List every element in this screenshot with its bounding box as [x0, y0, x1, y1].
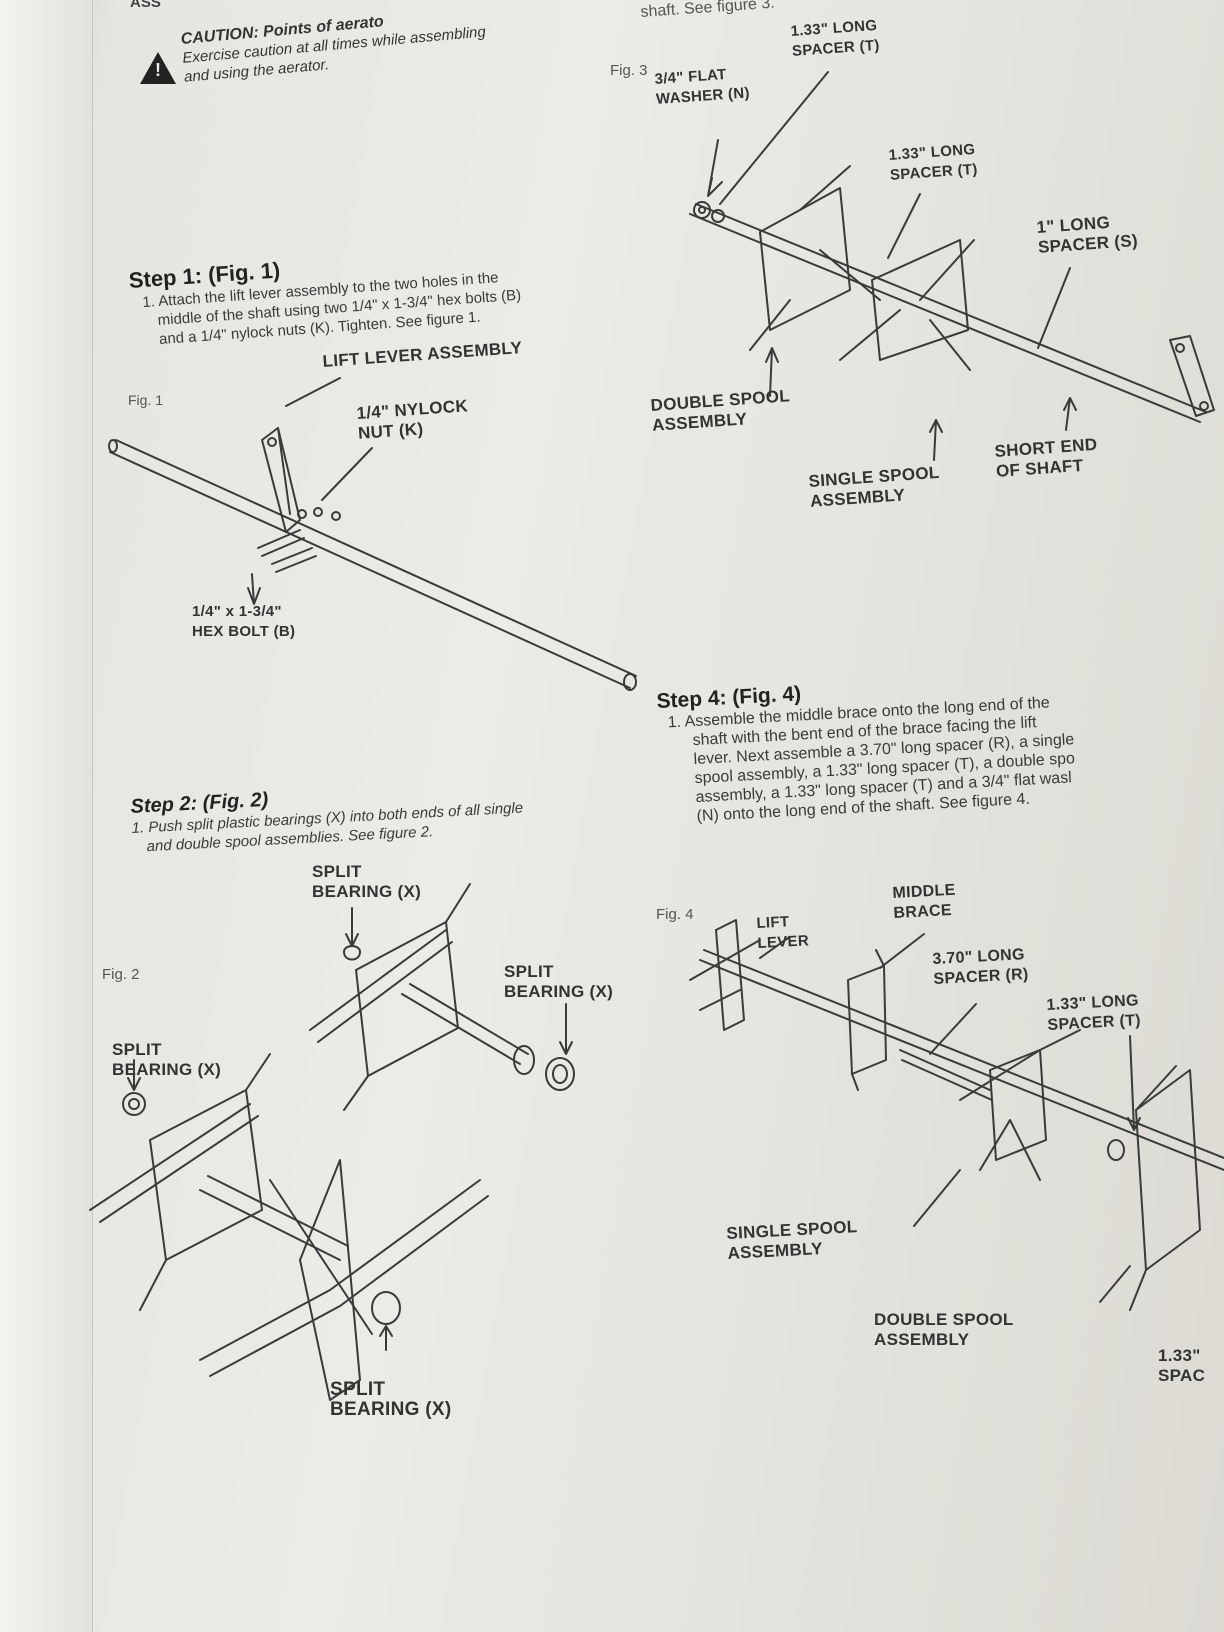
- fig1-bolts-drawing: [247, 377, 373, 605]
- fig4-caption: Fig. 4: [656, 906, 694, 923]
- warning-icon: [140, 52, 176, 84]
- fig2-double-spool-drawing: [89, 1053, 489, 1401]
- fig3-shaft-drawing: [689, 71, 1215, 461]
- fig3-caption: Fig. 3: [610, 62, 648, 79]
- top-fragment: ASS: [130, 0, 161, 11]
- fig4-cut-spacer-label: 1.33"SPAC: [1158, 1346, 1206, 1385]
- fig1-bolt-label: 1/4" x 1-3/4"HEX BOLT (B): [192, 603, 296, 640]
- fig1-caption: Fig. 1: [128, 392, 164, 408]
- page-margin-strip: [0, 0, 93, 1632]
- fig2-single-spool-drawing: [309, 883, 575, 1111]
- fig2-caption: Fig. 2: [102, 966, 140, 983]
- fig1-lift-lever-drawing: [261, 427, 341, 533]
- fig4-assembly-drawing: [689, 919, 1224, 1311]
- fig1-shaft-drawing: [108, 439, 637, 691]
